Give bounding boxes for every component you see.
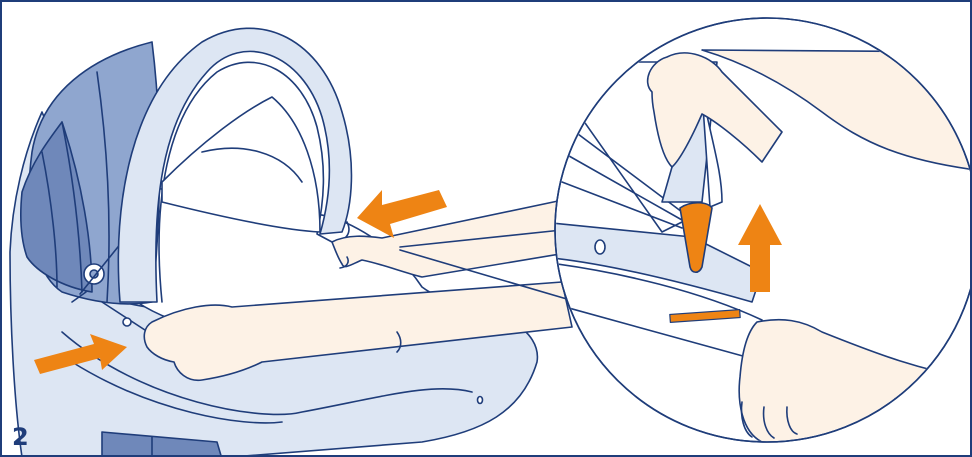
step-number: 2 <box>12 423 29 451</box>
